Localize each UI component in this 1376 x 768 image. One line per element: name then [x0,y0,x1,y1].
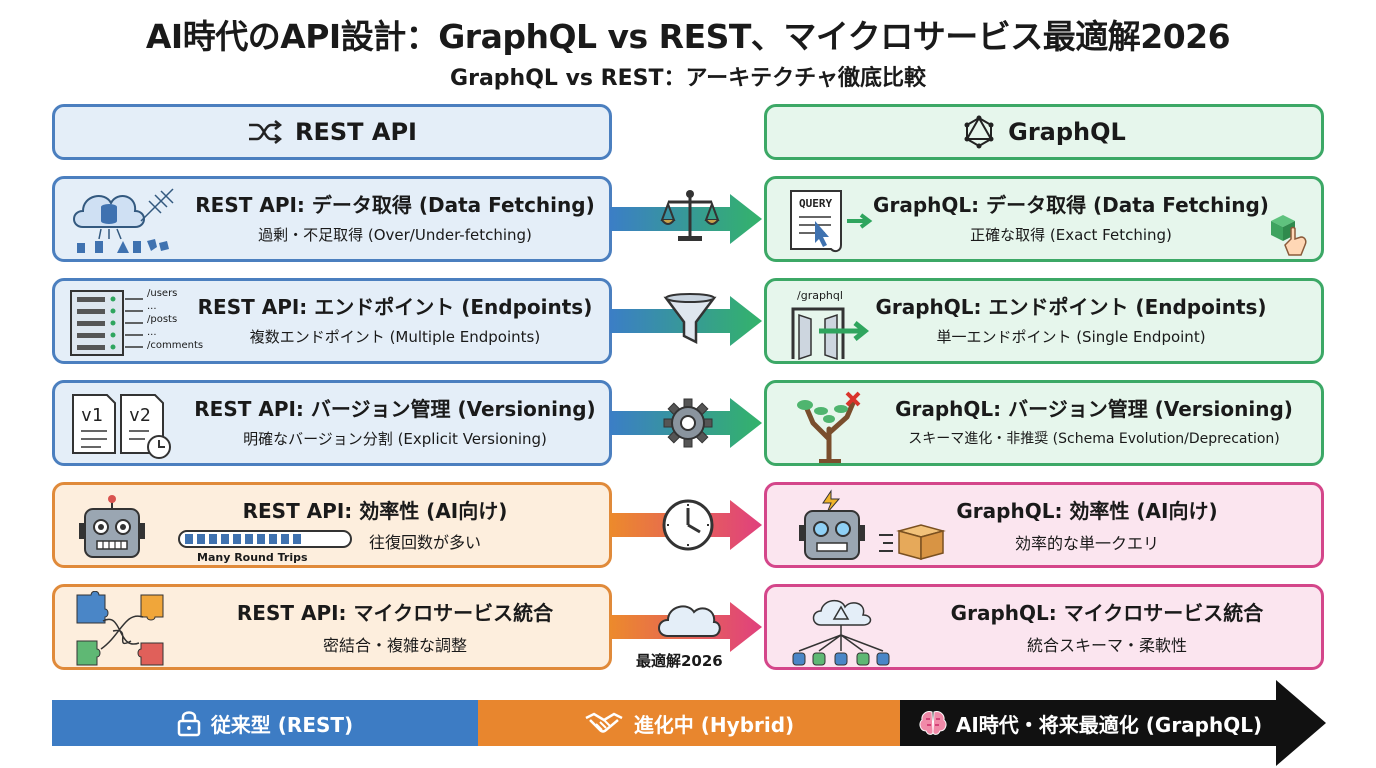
query-document-icon: QUERY [790,190,873,253]
handshake-icon [585,712,623,733]
round-trips-label: Many Round Trips [197,551,308,564]
endpoint-ellipsis-2: ... [147,327,157,338]
v1-label: v1 [81,405,103,426]
graphql-header: GraphQL [764,104,1324,160]
cloud-icon [658,605,721,637]
graphql-versioning-sub: スキーマ進化・非推奨 (Schema Evolution/Deprecation… [908,431,1280,447]
rest-efficiency-sub: 往復回数が多い [368,533,481,552]
graphql-versioning-title: GraphQL: バージョン管理 (Versioning) [895,397,1293,421]
graphql-endpoints-title: GraphQL: エンドポイント (Endpoints) [875,295,1267,319]
rest-fetching-title: REST API: データ取得 (Data Fetching) [195,193,595,217]
gear-icon [663,398,713,448]
clock-icon [662,499,714,551]
lock-icon [177,711,201,737]
rest-microservices-sub: 密結合・複雑な調整 [322,636,467,655]
graphql-efficiency-card: GraphQL: 効率性 (AI向け) 効率的な単一クエリ [764,482,1324,568]
funnel-icon [663,293,717,345]
rest-efficiency-card: Many Round Trips REST API: 効率性 (AI向け) 往復… [52,482,612,568]
graphql-fetching-title: GraphQL: データ取得 (Data Fetching) [873,193,1269,217]
timeline-ai-arrow [900,680,1326,766]
arrow-fetching [610,194,762,244]
rest-endpoints-title: REST API: エンドポイント (Endpoints) [197,295,593,319]
rest-versioning-card: v1 v2 REST API: バージョン管理 (Versioning) 明確な… [52,380,612,466]
puzzle-pieces-icon [76,591,164,666]
graphql-efficiency-sub: 効率的な単一クエリ [1014,534,1159,553]
timeline-hybrid-label: 進化中 (Hybrid) [633,712,795,737]
rest-endpoints-sub: 複数エンドポイント (Multiple Endpoints) [249,328,541,346]
rest-versioning-title: REST API: バージョン管理 (Versioning) [194,397,596,421]
timeline-rest-label: 従来型 (REST) [210,712,354,737]
server-rack-icon [70,290,143,356]
graphql-microservices-sub: 統合スキーマ・柔軟性 [1026,636,1187,655]
scale-icon [660,190,720,241]
v2-label: v2 [129,405,151,426]
page-title: AI時代のAPI設計：GraphQL vs REST、マイクロサービス最適解20… [145,17,1231,56]
rest-fetching-card: REST API: データ取得 (Data Fetching) 過剰・不足取得 … [52,176,612,262]
brain-icon [919,711,947,735]
versioned-documents-icon: v1 v2 [72,394,171,459]
rest-fetching-sub: 過剰・不足取得 (Over/Under-fetching) [258,226,532,244]
endpoint-comments: /comments [147,340,204,351]
optimal-2026-label: 最適解2026 [636,652,723,670]
graphql-endpoints-card: /graphql GraphQL: エンドポイント (Endpoints) 単一… [764,278,1324,364]
endpoint-posts: /posts [147,314,178,325]
page-subtitle: GraphQL vs REST：アーキテクチャ徹底比較 [450,66,926,91]
rest-endpoints-card: /users ... /posts ... /comments REST API… [52,278,612,364]
timeline-ai: AI時代・将来最適化 (GraphQL) [900,700,1280,746]
query-label: QUERY [799,197,832,210]
graphql-path-label: /graphql [797,289,843,302]
cloud-database-icon [73,188,174,253]
graphql-fetching-sub: 正確な取得 (Exact Fetching) [970,226,1172,244]
rest-header-label: REST API [295,118,417,146]
graphql-fetching-card: QUERY GraphQL: データ取得 (Data Fetching) 正確な… [764,176,1324,262]
graphql-versioning-card: GraphQL: バージョン管理 (Versioning) スキーマ進化・非推奨… [764,380,1324,466]
cloud-network-icon [792,599,890,666]
rest-efficiency-title: REST API: 効率性 (AI向け) [242,499,508,523]
timeline-rest: 従来型 (REST) [52,700,478,746]
rest-versioning-sub: 明確なバージョン分割 (Explicit Versioning) [243,430,547,448]
cube-hand-icon [1271,215,1307,256]
graphql-endpoints-sub: 単一エンドポイント (Single Endpoint) [936,328,1206,346]
loading-progress-bar [178,530,352,548]
rest-microservices-card: REST API: マイクロサービス統合 密結合・複雑な調整 [52,584,612,670]
graphql-efficiency-title: GraphQL: 効率性 (AI向け) [956,499,1218,523]
graphql-logo-icon [964,115,994,149]
graphql-header-label: GraphQL [1008,118,1126,146]
tree-icon [797,391,861,463]
endpoint-paths: /users ... /posts ... /comments [147,287,203,352]
graphql-microservices-card: GraphQL: マイクロサービス統合 統合スキーマ・柔軟性 [764,584,1324,670]
rest-microservices-title: REST API: マイクロサービス統合 [236,601,554,625]
rest-header: REST API [52,104,612,160]
robot-icon [79,495,145,558]
endpoint-ellipsis-1: ... [147,301,157,312]
timeline-hybrid: 進化中 (Hybrid) [478,700,900,746]
comparison-arrows [610,190,762,652]
timeline-ai-label: AI時代・将来最適化 (GraphQL) [955,712,1263,737]
robot-lightning-icon [799,489,865,560]
graphql-microservices-title: GraphQL: マイクロサービス統合 [950,601,1264,625]
shuffle-icon [249,120,283,144]
package-box-icon [879,524,946,560]
gateway-door-icon [791,307,870,361]
endpoint-users: /users [147,288,178,299]
